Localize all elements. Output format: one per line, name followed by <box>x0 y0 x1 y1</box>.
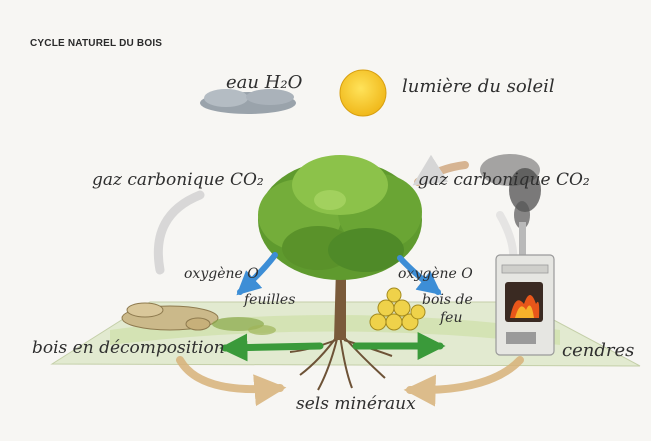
green-arrow-left <box>219 333 324 362</box>
minerals-arrow-left <box>176 356 287 407</box>
label-co2-right: gaz carbonique CO₂ <box>418 170 590 190</box>
minerals-arrow-right <box>403 356 524 407</box>
label-water: eau H₂O <box>226 72 303 93</box>
cloud-icon <box>200 89 296 114</box>
label-decomposition: bois en décomposition <box>32 338 225 358</box>
oxygen-arrow-right <box>397 255 442 295</box>
stove-icon <box>495 222 555 356</box>
smoke-icon <box>480 154 541 229</box>
label-leaves: feuilles <box>244 292 296 308</box>
leaf-litter-icon <box>212 317 276 335</box>
tree-canopy-icon <box>258 155 422 280</box>
co2-arrow-left <box>153 190 205 275</box>
decomposing-wood-icon <box>121 302 219 331</box>
label-firewood-line1: bois de <box>422 292 473 308</box>
label-minerals: sels minéraux <box>296 394 416 414</box>
label-oxygen-right: oxygène O <box>398 266 473 282</box>
firewood-stack-icon <box>369 287 426 331</box>
co2-arrow-right <box>412 154 469 186</box>
label-sunlight: lumière du soleil <box>402 76 555 97</box>
label-oxygen-left: oxygène O <box>184 266 259 282</box>
sun-icon <box>339 69 387 117</box>
label-ashes: cendres <box>562 340 635 361</box>
oxygen-arrow-left <box>236 252 278 296</box>
label-co2-left: gaz carbonique CO₂ <box>92 170 264 190</box>
label-firewood-line2: feu <box>440 310 463 326</box>
diagram-title: Cycle naturel du bois <box>30 38 163 49</box>
